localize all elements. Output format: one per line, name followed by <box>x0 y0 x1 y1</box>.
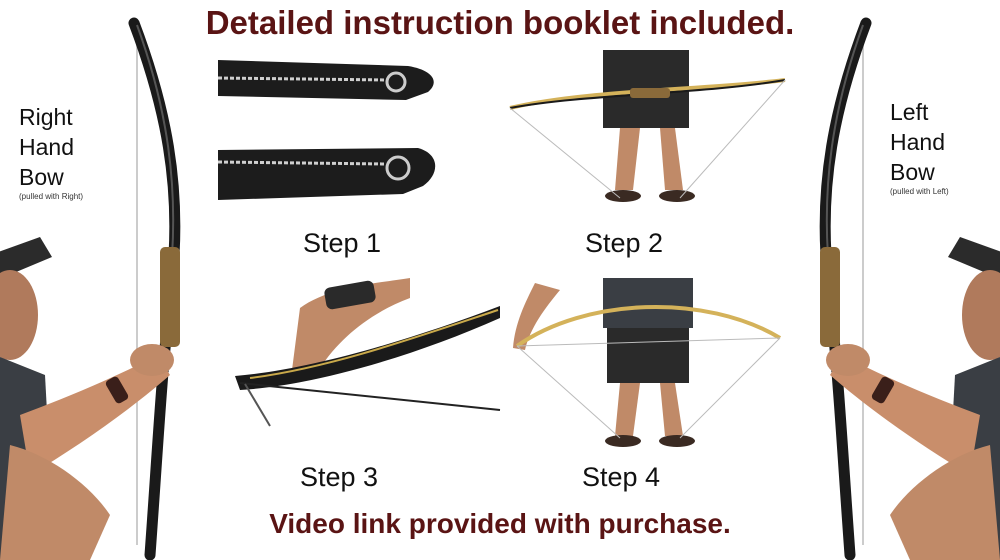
step-3-photo <box>230 278 502 433</box>
step-1-label: Step 1 <box>303 228 382 258</box>
right-hand-line1: Right <box>19 104 73 130</box>
left-hand-archer-photo <box>800 15 1000 560</box>
left-hand-line3: Bow <box>890 159 935 185</box>
left-hand-line1: Left <box>890 99 929 125</box>
left-hand-bow-label: Left Hand Bow (pulled with Left) <box>890 97 949 197</box>
footer-text: Video link provided with purchase. <box>269 508 731 539</box>
left-hand-note: (pulled with Left) <box>890 187 949 196</box>
step-2-photo <box>505 50 790 210</box>
right-hand-line2: Hand <box>19 134 74 160</box>
headline-title: Detailed instruction booklet included. <box>205 4 795 41</box>
right-hand-archer-photo <box>0 15 200 560</box>
step-3-label: Step 3 <box>300 462 379 492</box>
right-hand-line3: Bow <box>19 164 64 190</box>
step-2-label: Step 2 <box>585 228 664 258</box>
step-4-label: Step 4 <box>582 462 661 492</box>
step-1-photo <box>218 52 440 212</box>
right-hand-bow-label: Right Hand Bow (pulled with Right) <box>19 102 83 202</box>
left-hand-line2: Hand <box>890 129 945 155</box>
step-4-photo <box>505 278 790 448</box>
right-hand-note: (pulled with Right) <box>19 192 84 201</box>
